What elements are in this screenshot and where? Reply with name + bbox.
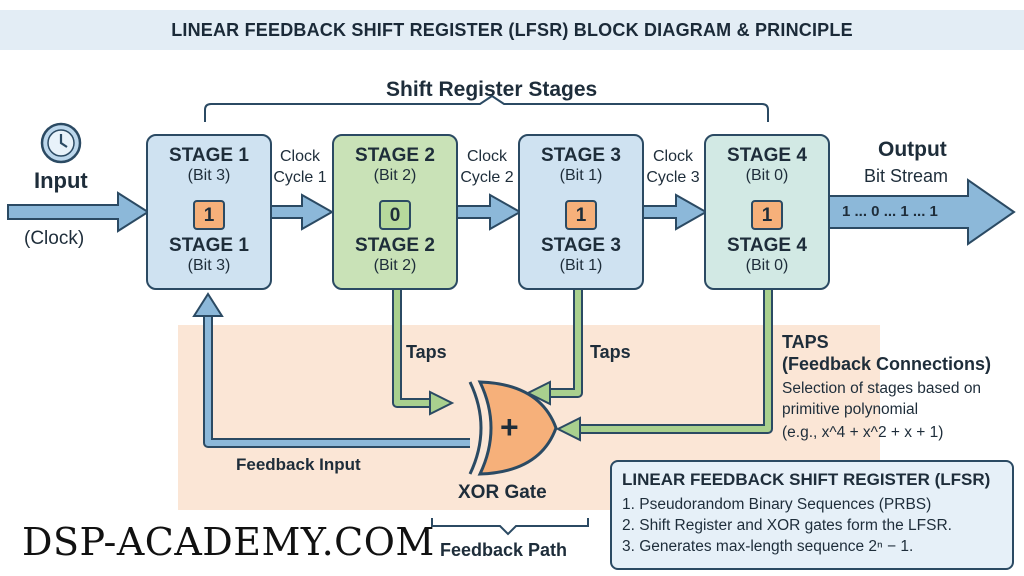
feedback-path-label: Feedback Path	[440, 540, 568, 560]
info-box-title: LINEAR FEEDBACK SHIFT REGISTER (LFSR)	[622, 470, 991, 489]
stage-bit: (Bit 2)	[373, 167, 417, 184]
stage-label: STAGE 3	[541, 235, 621, 256]
stage-3: STAGE 3(Bit 1) 1 STAGE 3(Bit 1)	[518, 134, 644, 290]
stage-bit: (Bit 3)	[187, 257, 231, 274]
xor-gate-label: XOR Gate	[458, 482, 547, 503]
output-sub-label: Bit Stream	[864, 166, 949, 186]
clock-icon	[40, 122, 82, 164]
clock-cycle-line1: Clock	[652, 148, 693, 165]
input-sub-label: (Clock)	[24, 228, 85, 249]
clock-cycle-line1: Clock	[279, 148, 320, 165]
stage-bit: (Bit 1)	[559, 257, 603, 274]
tap-line-4	[580, 290, 771, 432]
clock-cycle-line2: Cycle 3	[646, 169, 700, 186]
output-bit-stream: 1 ... 0 ... 1 ... 1	[842, 203, 938, 220]
stage-label: STAGE 2	[355, 145, 435, 166]
clock-cycle-label-3: Clock Cycle 3	[640, 146, 706, 188]
feedback-path-bracket	[431, 518, 589, 536]
taps-info-subtitle: (Feedback Connections)	[782, 354, 992, 374]
shift-register-stages-label: Shift Register Stages	[386, 78, 598, 101]
shift-arrow-1	[265, 193, 335, 231]
stage-value: 1	[751, 200, 783, 230]
tap-arrowhead-2	[429, 390, 455, 416]
stage-label: STAGE 4	[727, 235, 807, 256]
stage-value: 1	[565, 200, 597, 230]
taps-info-line3: (e.g., x^4 + x^2 + x + 1)	[782, 424, 944, 441]
input-label: Input	[34, 168, 88, 193]
taps-label-2: Taps	[406, 342, 447, 362]
stage-label: STAGE 1	[169, 235, 249, 256]
stage-1: STAGE 1(Bit 3) 1 STAGE 1(Bit 3)	[146, 134, 272, 290]
xor-gate-body	[477, 380, 558, 476]
stage-label: STAGE 1	[169, 145, 249, 166]
stage-bit: (Bit 3)	[187, 167, 231, 184]
taps-info-line1: Selection of stages based on	[782, 380, 982, 397]
stage-2: STAGE 2(Bit 2) 0 STAGE 2(Bit 2)	[332, 134, 458, 290]
stage-bit: (Bit 1)	[559, 167, 603, 184]
feedback-input-label: Feedback Input	[236, 455, 361, 474]
feedback-arrowhead	[192, 292, 224, 317]
stage-value: 1	[193, 200, 225, 230]
stage-label: STAGE 4	[727, 145, 807, 166]
stage-label: STAGE 2	[355, 235, 435, 256]
info-box-item: 1. Pseudorandom Binary Sequences (PRBS)	[622, 496, 932, 513]
clock-cycle-line1: Clock	[466, 148, 507, 165]
clock-cycle-label-2: Clock Cycle 2	[454, 146, 520, 188]
xor-input-curve	[468, 381, 483, 475]
info-box-item: 3. Generates max-length sequence 2ⁿ − 1.	[622, 538, 914, 555]
output-arrow	[825, 178, 1016, 246]
tap-arrowhead-3	[525, 380, 551, 406]
stage-bit: (Bit 2)	[373, 257, 417, 274]
title-bar: LINEAR FEEDBACK SHIFT REGISTER (LFSR) BL…	[0, 10, 1024, 50]
taps-info-title: TAPS	[782, 332, 829, 352]
shift-arrow-2	[453, 193, 523, 231]
clock-cycle-line2: Cycle 1	[273, 169, 327, 186]
taps-info-line2: primitive polynomial	[782, 401, 919, 418]
stage-bit: (Bit 0)	[745, 167, 789, 184]
stage-label: STAGE 3	[541, 145, 621, 166]
input-arrow	[7, 191, 150, 233]
page-title: LINEAR FEEDBACK SHIFT REGISTER (LFSR) BL…	[171, 19, 853, 40]
clock-cycle-line2: Cycle 2	[460, 169, 514, 186]
stage-value: 0	[379, 200, 411, 230]
stages-bracket	[204, 94, 769, 122]
clock-cycle-label-1: Clock Cycle 1	[268, 146, 332, 188]
tap-arrowhead-4	[555, 416, 581, 442]
taps-label-3: Taps	[590, 342, 631, 362]
watermark: DSP-ACADEMY.COM	[22, 520, 435, 564]
stage-4: STAGE 4(Bit 0) 1 STAGE 4(Bit 0)	[704, 134, 830, 290]
lfsr-info-box: LINEAR FEEDBACK SHIFT REGISTER (LFSR) 1.…	[610, 460, 1014, 570]
xor-symbol: +	[500, 409, 519, 445]
shift-arrow-3	[639, 193, 709, 231]
tap-line-2	[394, 290, 432, 406]
tap-line-3	[548, 290, 581, 396]
output-label: Output	[878, 138, 947, 161]
feedback-line	[205, 314, 470, 446]
info-box-item: 2. Shift Register and XOR gates form the…	[622, 517, 952, 534]
stage-bit: (Bit 0)	[745, 257, 789, 274]
